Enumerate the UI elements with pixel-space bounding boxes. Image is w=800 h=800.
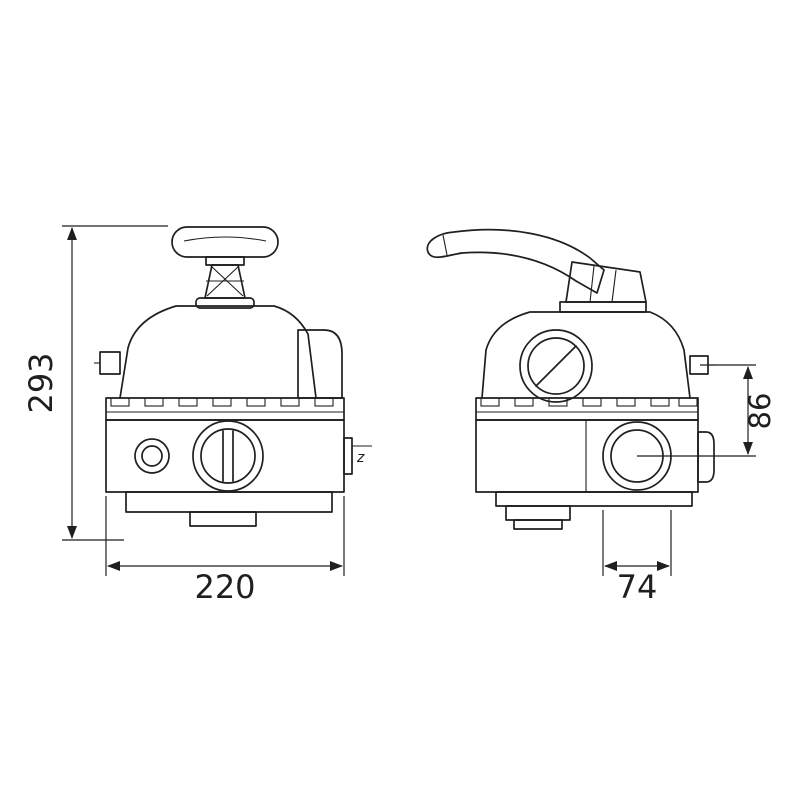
sight-glass bbox=[519, 329, 593, 403]
side-base bbox=[495, 491, 693, 530]
dimension-port-offset: 86 bbox=[637, 364, 777, 457]
front-small-port bbox=[134, 438, 170, 474]
dimension-overall-width: 220 bbox=[105, 496, 345, 606]
front-upper-body bbox=[94, 305, 343, 399]
dimension-overall-height: 293 bbox=[22, 225, 168, 541]
dimension-label-74: 74 bbox=[617, 568, 658, 606]
front-flange bbox=[105, 397, 345, 421]
handle-stem bbox=[195, 264, 255, 309]
front-lower-body bbox=[105, 419, 353, 493]
dimension-label-293: 293 bbox=[22, 352, 60, 413]
side-flange bbox=[475, 397, 699, 421]
dimension-port-width: 74 bbox=[602, 510, 672, 606]
dimension-label-220: 220 bbox=[194, 568, 255, 606]
thread-mark-label: z bbox=[356, 450, 365, 466]
side-view bbox=[426, 228, 716, 530]
lever-handle bbox=[426, 228, 647, 313]
front-base bbox=[125, 491, 333, 527]
dimension-label-86: 86 bbox=[743, 393, 777, 430]
front-view: z bbox=[94, 226, 372, 527]
t-handle bbox=[171, 226, 279, 266]
front-main-port bbox=[192, 420, 264, 492]
thread-mark: z bbox=[351, 445, 372, 470]
side-upper-body bbox=[481, 311, 716, 403]
